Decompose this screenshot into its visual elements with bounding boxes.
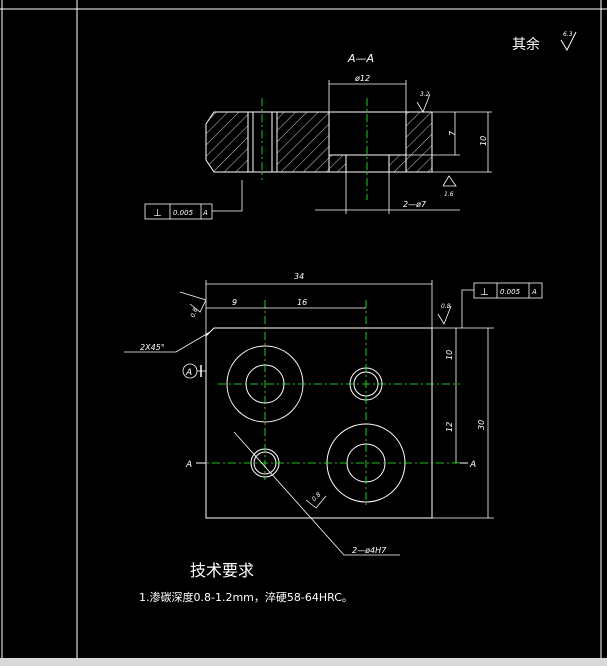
tech-requirements-item-1: 1.渗碳深度0.8-1.2mm，淬硬58-64HRC。 [139, 590, 353, 604]
pin-hole-label: 2—ø4H7 [352, 546, 387, 555]
roughness-right: 0.8 [441, 303, 451, 310]
tolerance-value-plan: 0.005 [500, 288, 521, 296]
section-pin-hole [247, 111, 278, 173]
roughness-top-symbol [416, 93, 431, 113]
tolerance-symbol-section: ⊥ [153, 208, 162, 219]
tolerance-datum-plan: A [531, 288, 537, 296]
dim-overall-width: 34 [294, 272, 304, 281]
section-hatch-bridge-r [388, 154, 407, 173]
tech-requirements-title: 技术要求 [190, 561, 254, 580]
roughness-left: 0.8 [190, 307, 200, 319]
roughness-top: 3.2 [420, 91, 430, 98]
dim-small-holes: 2—ø7 [403, 200, 427, 209]
section-counterbore [328, 111, 407, 156]
dim-top-hole: ø12 [354, 74, 370, 83]
section-mark-right: A [469, 460, 476, 470]
roughness-left-symbol [179, 291, 207, 313]
roughness-note-label: 其余 [512, 36, 540, 53]
section-through-hole [345, 154, 390, 173]
dim-vertical-spacing: 12 [445, 422, 454, 432]
tolerance-symbol-plan: ⊥ [480, 287, 489, 298]
roughness-note-value: 6.3 [563, 31, 573, 38]
tolerance-frame-plan [461, 282, 543, 328]
pin-hole-leader [233, 431, 400, 556]
plan-outline [205, 327, 433, 519]
dim-left-offset: 9 [232, 298, 237, 307]
chamfer-leader [124, 331, 211, 353]
section-hatch-left [205, 111, 249, 173]
tolerance-value-section: 0.005 [173, 209, 194, 217]
bottom-scrollbar-strip [0, 658, 607, 666]
section-hatch-mid [276, 111, 330, 173]
section-mark-left: A [185, 460, 192, 470]
tolerance-datum-section: A [202, 209, 208, 217]
dim-hole-spacing: 16 [297, 298, 307, 307]
section-view: ø12 3.2 7 10 1.6 2—ø7 ⊥ [144, 74, 492, 220]
datum-label: A [185, 368, 192, 378]
section-hatch-right [405, 111, 433, 173]
chamfer-label: 2X45° [140, 343, 165, 352]
roughness-pin-hole: 0.8 [311, 491, 323, 503]
roughness-pin-symbol [305, 495, 327, 509]
roughness-bottom: 1.6 [444, 191, 454, 198]
roughness-bottom-symbol [442, 175, 457, 187]
dim-overall-height: 30 [477, 420, 486, 430]
plan-view: 34 9 16 0.8 2X45° A 0.8 ⊥ 0.005 A [124, 272, 543, 556]
section-title: A—A [347, 52, 374, 65]
dim-depth: 7 [448, 130, 457, 136]
dim-upper-offset: 10 [445, 350, 454, 360]
roughness-right-symbol [437, 305, 452, 325]
dim-total-height: 10 [479, 136, 488, 146]
section-hatch-bridge [328, 154, 347, 173]
roughness-note-symbol [560, 31, 577, 52]
tolerance-frame-section [144, 180, 243, 220]
